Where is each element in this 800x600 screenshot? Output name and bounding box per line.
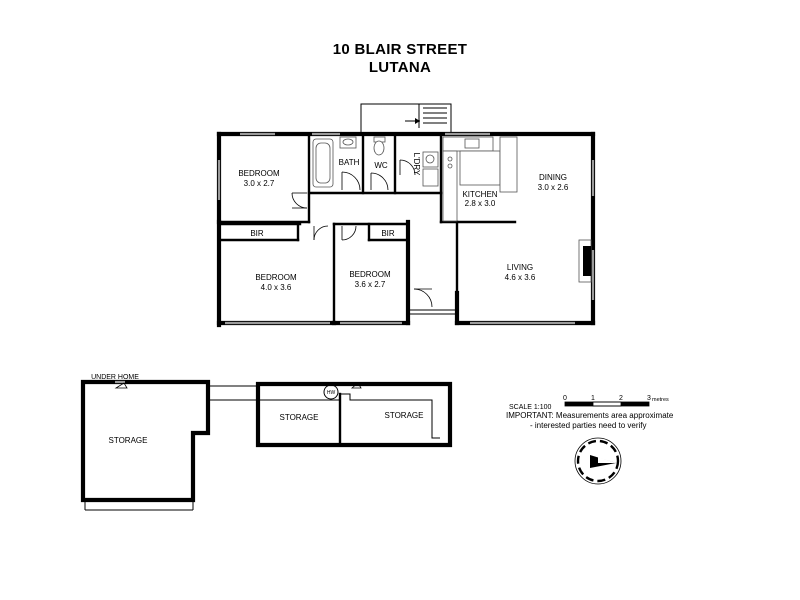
compass-icon (574, 437, 622, 485)
bedroom3-name: BEDROOM (349, 270, 391, 279)
under-home-label: UNDER HOME (91, 374, 139, 381)
storage-left-label: STORAGE (109, 436, 148, 445)
disclaimer-line-2: - interested parties need to verify (530, 421, 647, 430)
bedroom2-name: BEDROOM (255, 273, 297, 282)
doors (291, 159, 433, 308)
laundry-name: L'DRY (412, 153, 421, 176)
bath-name: BATH (339, 158, 360, 167)
sink-icon (464, 138, 480, 149)
bedroom1-size: 3.0 x 2.7 (244, 179, 275, 188)
storage-mid-label: STORAGE (280, 413, 319, 422)
fixtures (312, 136, 592, 283)
address-line-1: 10 BLAIR STREET (332, 41, 468, 58)
kitchen-name: KITCHEN (462, 190, 497, 199)
scale-tick-0: 0 (563, 395, 567, 402)
disclaimer-line-1: IMPORTANT: Measurements area approximate (506, 411, 674, 420)
scale-tick-2: 2 (619, 395, 623, 402)
hot-water-icon (323, 384, 339, 400)
washer-icon (422, 168, 439, 187)
wc-name: WC (374, 161, 388, 170)
storage-right-label: STORAGE (385, 411, 424, 420)
bir2-name: BIR (381, 229, 395, 238)
windows (217, 132, 595, 325)
address-line-2: LUTANA (368, 59, 432, 76)
bir1-name: BIR (250, 229, 264, 238)
scale-label: SCALE 1:100 (509, 404, 552, 411)
cooktop-icon (447, 156, 453, 162)
back-stairs (360, 103, 452, 136)
kitchen-size: 2.8 x 3.0 (465, 199, 496, 208)
kitchen-bench-side (442, 150, 458, 222)
dining-size: 3.0 x 2.6 (538, 183, 569, 192)
hot-water-label: HW (327, 390, 336, 396)
lower-level (80, 379, 453, 511)
living-name: LIVING (507, 263, 533, 272)
scale-bar (564, 401, 650, 407)
bedroom3-size: 3.6 x 2.7 (355, 280, 386, 289)
bedroom2-size: 4.0 x 3.6 (261, 283, 292, 292)
bedroom1-name: BEDROOM (238, 169, 280, 178)
dining-name: DINING (539, 173, 567, 182)
fridge-space (499, 136, 518, 193)
outer-walls (216, 131, 596, 328)
internal-walls (217, 132, 517, 325)
kitchen-island (459, 150, 501, 186)
scale-tick-1: 1 (591, 395, 595, 402)
living-size: 4.6 x 3.6 (505, 273, 536, 282)
scale-unit: metres (652, 397, 669, 403)
scale-tick-3: 3 (647, 395, 651, 402)
